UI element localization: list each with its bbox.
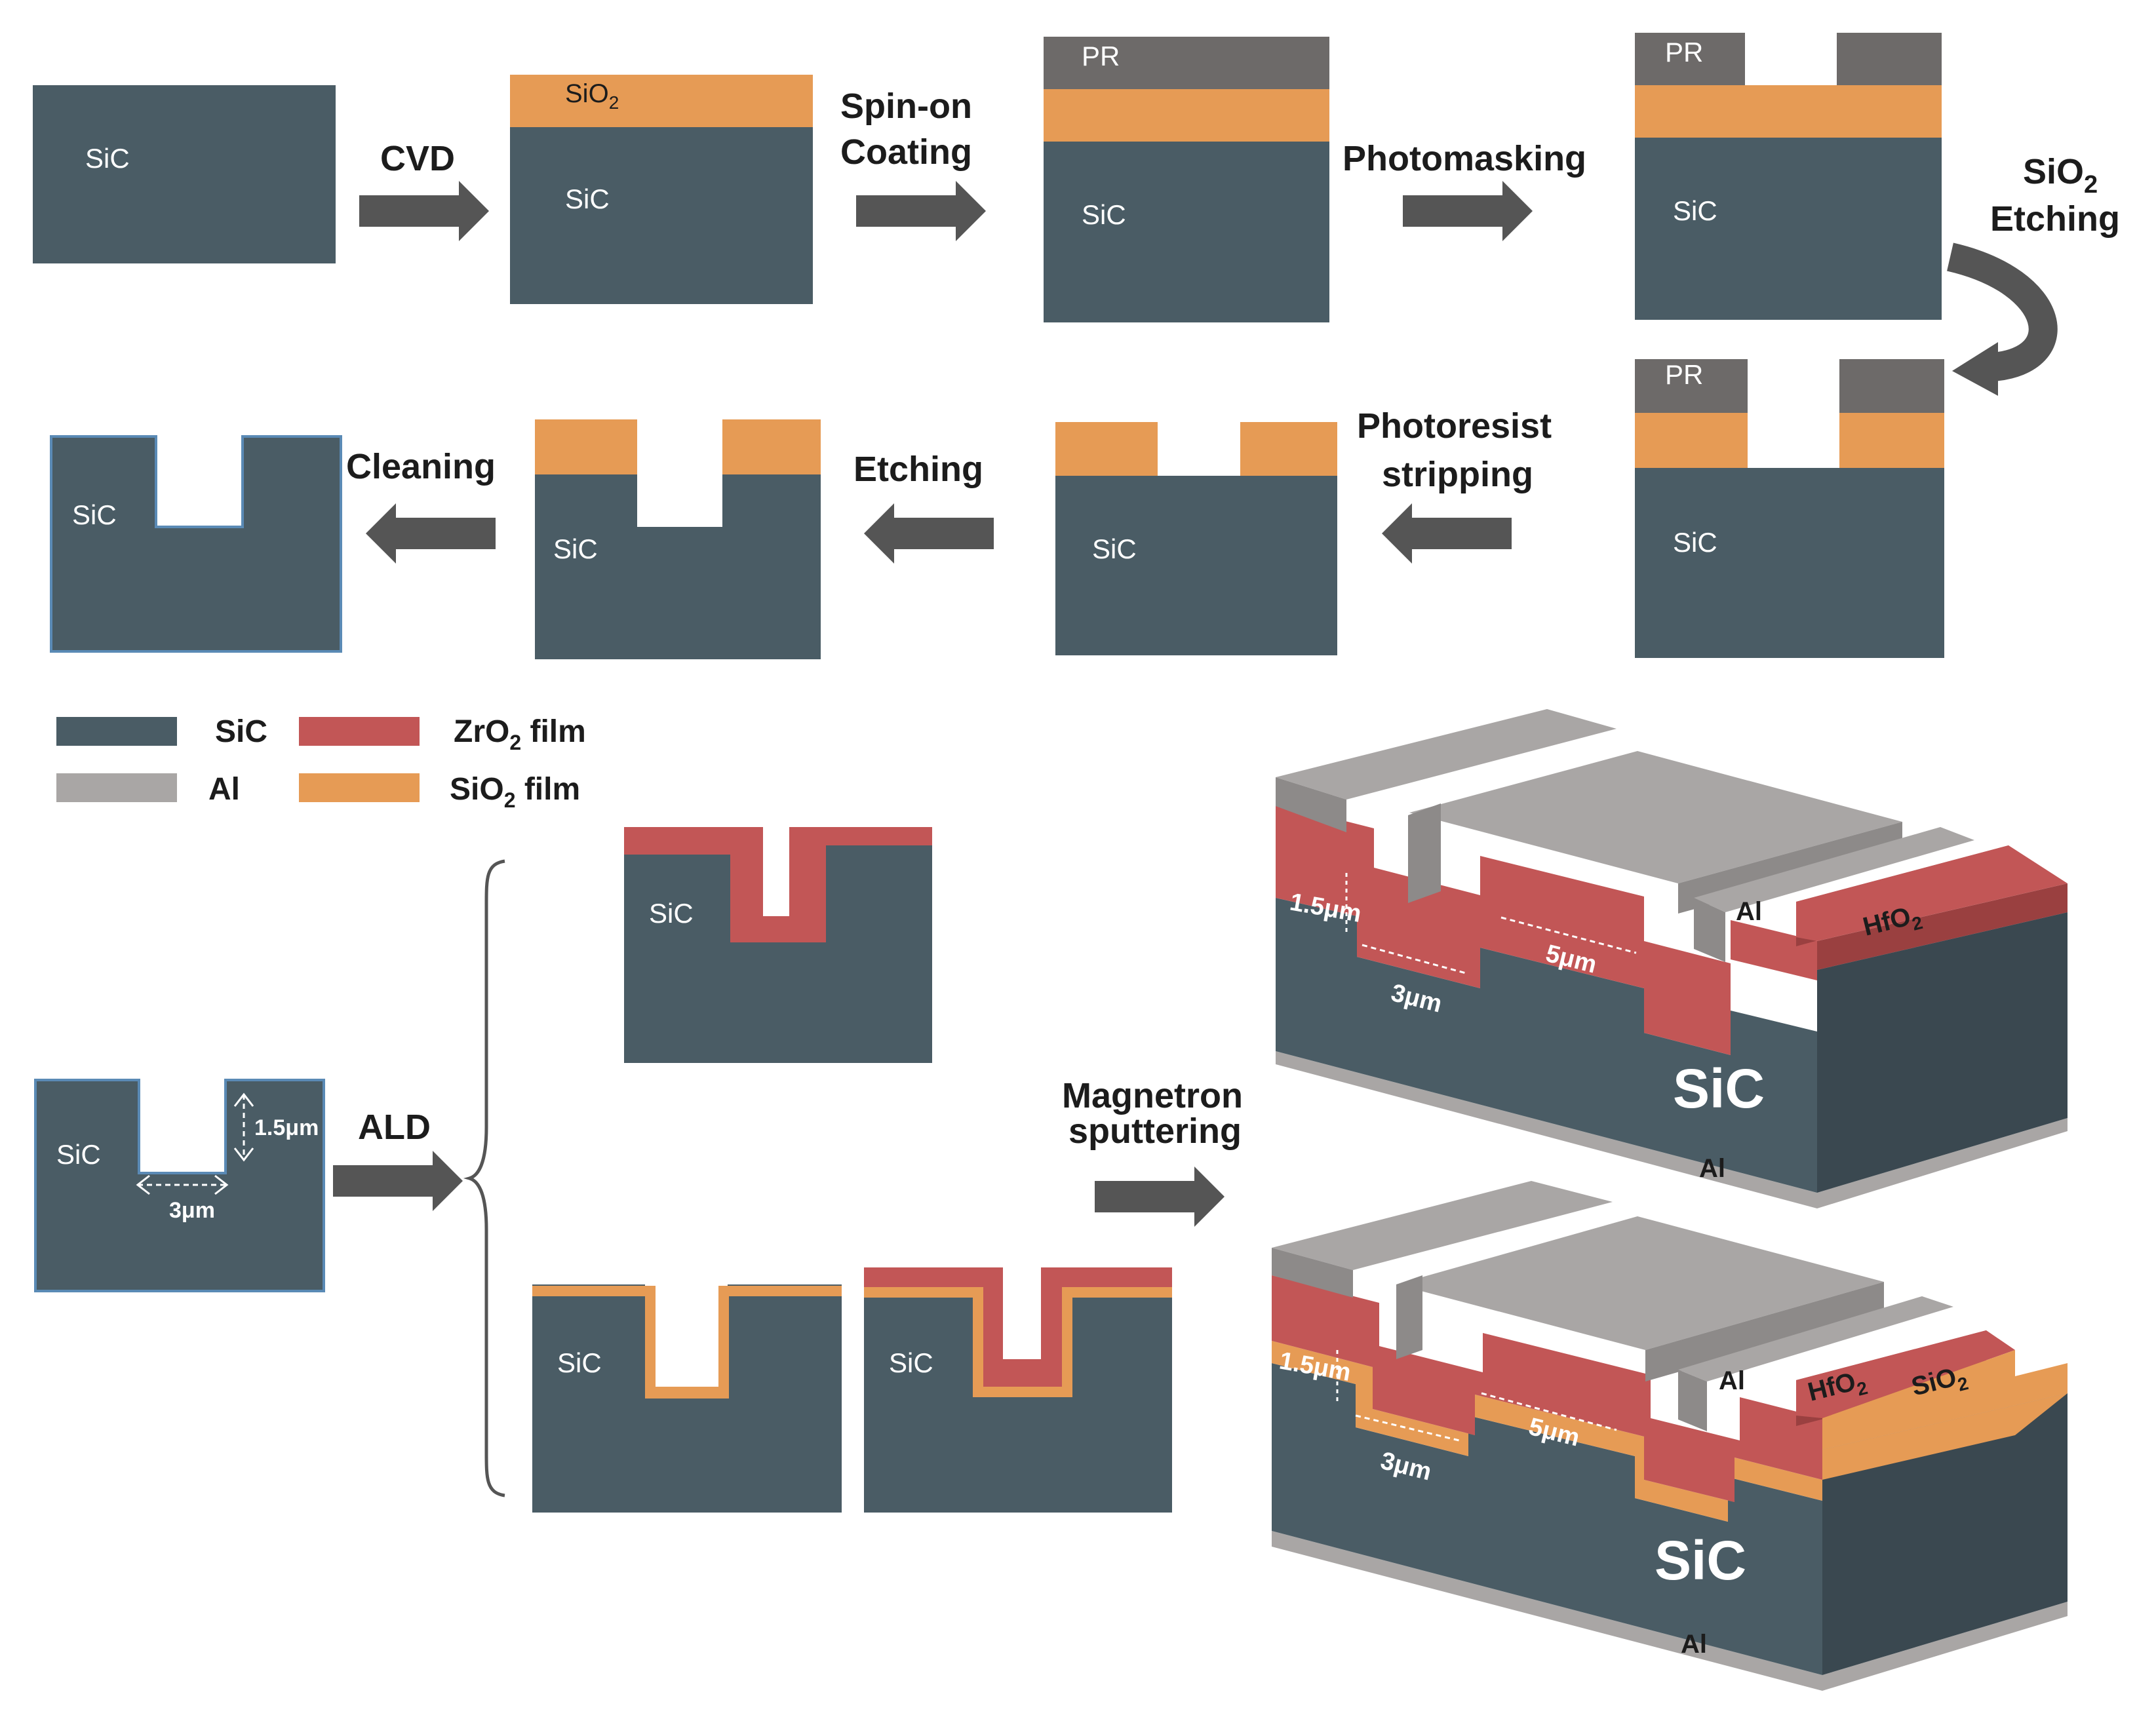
stage-ald-start: SiC 1.5μm 3μm xyxy=(34,1079,325,1292)
stage-cleaned-trench: SiC xyxy=(50,435,342,653)
legend-sio2: SiO2 film xyxy=(450,772,580,812)
stage-ald-sio2: SiC xyxy=(532,1284,842,1513)
arrow-ald: ALD xyxy=(333,1108,463,1211)
step-sio2-etch-label-1: SiO2 xyxy=(2023,152,2098,199)
sic-label: SiC xyxy=(889,1347,933,1378)
sic-label: SiC xyxy=(565,183,610,214)
sic-label: SiC xyxy=(553,533,598,564)
arrow-photomasking: Photomasking xyxy=(1343,139,1586,241)
legend-swatch-zro2 xyxy=(299,717,420,746)
stage-bare-sic: SiC xyxy=(33,85,336,263)
step-cleaning-label: Cleaning xyxy=(346,447,496,486)
stage-ald-sio2-zro2: SiC xyxy=(864,1267,1172,1513)
step-ald-label: ALD xyxy=(358,1108,431,1147)
step-spin-label-1: Spin-on xyxy=(840,87,972,126)
legend-zro2: ZrO2 film xyxy=(454,714,586,754)
stage-pr-patterned: PR SiC xyxy=(1635,33,1942,320)
arrow-spin-coating: Spin-on Coating xyxy=(840,87,986,241)
device-sic-label: SiC xyxy=(1655,1530,1746,1591)
device-al-top-label: Al xyxy=(1736,897,1762,926)
step-magnetron-label-2: sputtering xyxy=(1068,1111,1242,1151)
step-cvd-label: CVD xyxy=(380,139,455,178)
width-dimension-label: 3μm xyxy=(169,1198,215,1223)
depth-dimension-label: 1.5μm xyxy=(254,1115,319,1140)
device-al-top-label: Al xyxy=(1719,1366,1745,1395)
sic-label: SiC xyxy=(1082,199,1126,230)
branch-brace xyxy=(463,859,505,1497)
sic-label: SiC xyxy=(1673,527,1717,558)
sic-label: SiC xyxy=(72,499,117,530)
legend-swatch-sio2 xyxy=(299,773,420,802)
sio2-layer-label: SiO2 xyxy=(565,79,619,113)
sic-label: SiC xyxy=(56,1139,101,1170)
sic-label: SiC xyxy=(649,898,694,929)
sic-label: SiC xyxy=(557,1347,602,1378)
sic-label: SiC xyxy=(1673,195,1717,226)
pr-label: PR xyxy=(1665,37,1703,68)
arrow-cleaning: Cleaning xyxy=(346,447,496,564)
step-pr-strip-label-1: Photoresist xyxy=(1357,406,1552,446)
arrow-etching: Etching xyxy=(853,450,994,564)
arrow-cvd: CVD xyxy=(359,139,489,241)
device-al-bottom-label: Al xyxy=(1699,1154,1725,1183)
legend: SiC ZrO2 film Al SiO2 film xyxy=(56,714,586,812)
device-sic-label: SiC xyxy=(1673,1058,1765,1119)
legend-swatch-sic xyxy=(56,717,177,746)
step-etching-label: Etching xyxy=(853,450,983,489)
arrow-photoresist-stripping: Photoresist stripping xyxy=(1357,406,1552,564)
pr-label: PR xyxy=(1082,41,1120,71)
step-spin-label-2: Coating xyxy=(840,132,972,172)
arrow-magnetron-sputtering: Magnetron sputtering xyxy=(1062,1076,1243,1227)
stage-pr-stripped: SiC xyxy=(1055,422,1337,655)
stage-pr-coated: PR SiC xyxy=(1044,37,1329,322)
legend-sic: SiC xyxy=(215,714,267,749)
device-al-bottom-label: Al xyxy=(1681,1630,1707,1659)
step-sio2-etch-label-2: Etching xyxy=(1990,199,2120,239)
step-magnetron-label-1: Magnetron xyxy=(1062,1076,1243,1115)
stage-ald-zro2: SiC xyxy=(624,827,932,1063)
step-photomasking-label: Photomasking xyxy=(1343,139,1586,178)
pr-label: PR xyxy=(1665,359,1703,390)
sic-label: SiC xyxy=(1092,533,1137,564)
stage-trench-etched: SiC xyxy=(535,419,821,659)
device-3d-hfo2: SiC Al Al HfO2 1.5μm 3μm 5μm xyxy=(1276,709,2068,1208)
arrow-sio2-etching: SiO2 Etching xyxy=(1946,152,2120,396)
sic-label: SiC xyxy=(85,143,130,174)
stage-sio2-deposited: SiO2 SiC xyxy=(510,75,813,304)
legend-al: Al xyxy=(208,772,240,807)
stage-sio2-etched: PR SiC xyxy=(1635,359,1944,658)
legend-swatch-al xyxy=(56,773,177,802)
step-pr-strip-label-2: stripping xyxy=(1382,455,1533,494)
device-3d-sio2-hfo2: SiC Al Al HfO2 SiO2 1.5μm 3μm 5μm xyxy=(1272,1181,2068,1691)
